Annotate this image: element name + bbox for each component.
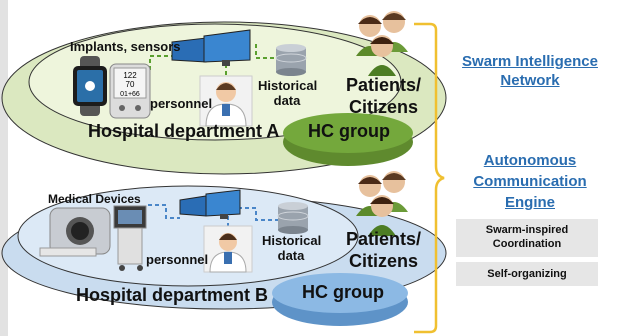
dept-b-connector-data — [238, 207, 278, 221]
dept-b-historical-label: Historical data — [262, 233, 322, 263]
watch-value-2: 70 — [126, 80, 135, 89]
dept-b-patients-label: Patients/ Citizens — [346, 228, 421, 272]
dept-b-hc-group-ellipse — [272, 273, 408, 313]
dept-b-historical-label-line2: data — [277, 248, 305, 263]
watch-value-3: 01+66 — [120, 91, 140, 98]
dept-b-personnel-label: personnel — [146, 252, 209, 267]
dept-b-historical-label-line1: Historical — [262, 233, 322, 248]
swarm-intelligence-network-link[interactable]: Swarm Intelligence Network — [448, 52, 612, 90]
dept-b-hc-group-label: HC group — [302, 282, 384, 302]
sensor-device-icon — [109, 63, 151, 119]
mri-scanner-icon — [39, 207, 111, 257]
swarm-coordination-line2: Coordination — [492, 238, 562, 250]
dept-a-hc-group-label: HC group — [308, 121, 390, 141]
self-organizing-box: Self-organizing — [456, 262, 598, 286]
auto-link-line3[interactable]: Engine — [504, 194, 555, 211]
dept-a-title: Hospital department A — [88, 121, 280, 141]
watch-value-1: 122 — [123, 71, 137, 80]
swarm-link-line2[interactable]: Network — [500, 72, 560, 89]
dept-a-historical-label: Historical data — [258, 78, 318, 108]
patients-group-icon-b — [356, 171, 408, 236]
dept-a-devices-label: Implants, sensors — [70, 39, 181, 54]
dept-a-patients-label: Patients/ Citizens — [346, 74, 421, 118]
auto-link-line2[interactable]: Communication — [473, 173, 587, 190]
swarm-link-line1[interactable]: Swarm Intelligence — [462, 53, 598, 70]
bracket-brace — [414, 22, 445, 334]
dept-b-connector-devices — [148, 204, 180, 219]
dept-a-historical-label-line1: Historical — [258, 78, 318, 93]
dept-b-devices-label: Medical Devices — [48, 192, 141, 206]
patients-group-icon-a — [356, 11, 408, 76]
smartwatch-icon — [73, 56, 107, 116]
dept-a-personnel-label: personnel — [150, 96, 213, 111]
dept-a-patients-line2: Citizens — [349, 97, 419, 117]
left-edge-strip — [0, 0, 8, 336]
ultrasound-cart-icon — [113, 205, 147, 271]
autonomous-communication-engine-link[interactable]: Autonomous Communication Engine — [448, 150, 612, 213]
auto-link-line1[interactable]: Autonomous — [483, 152, 577, 169]
computer-monitors-icon-b — [179, 189, 241, 219]
dept-a-patients-line1: Patients/ — [346, 75, 422, 95]
doctor-icon-b — [203, 225, 253, 273]
dept-a-historical-label-line2: data — [273, 93, 301, 108]
dept-a-connector-data — [255, 44, 276, 59]
dept-b-title: Hospital department B — [76, 285, 269, 305]
computer-monitors-icon — [171, 29, 251, 66]
swarm-coordination-box: Swarm-inspired Coordination — [456, 219, 598, 257]
database-icon-b — [277, 202, 309, 234]
dept-b-patients-line2: Citizens — [349, 251, 419, 271]
dept-b-patients-line1: Patients/ — [346, 229, 422, 249]
database-icon — [275, 44, 307, 76]
doctor-icon — [199, 75, 253, 127]
dept-a-connector-devices — [110, 55, 172, 73]
dept-a-hc-group-ellipse — [283, 113, 413, 153]
swarm-coordination-line1: Swarm-inspired — [485, 224, 569, 236]
